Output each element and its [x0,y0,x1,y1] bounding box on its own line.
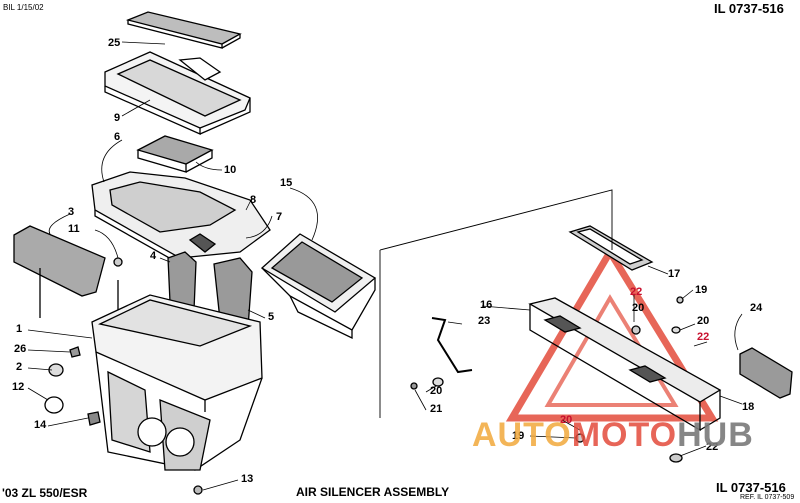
part-16-duct [528,297,722,432]
watermark-part3: HUB [677,416,754,454]
callout-18: 18 [742,401,755,413]
leader-lines [27,41,743,491]
part-15-duct [260,233,377,340]
part-19-bolt [676,296,684,304]
callout-14: 14 [34,419,47,431]
callout-4: 4 [150,250,157,262]
callout-22-mid: 22 [697,331,710,343]
callout-13: 13 [241,473,254,485]
part-1-lower-housing [91,294,263,471]
part-22-nut-lower [669,453,683,463]
callout-17: 17 [668,268,681,280]
footer-title: AIR SILENCER ASSEMBLY [296,485,450,499]
callout-22-upper: 22 [630,286,643,298]
callout-7: 7 [276,211,283,223]
callout-8: 8 [250,194,257,206]
part-9-cover [104,51,251,135]
part-4-foam [167,251,197,311]
part-22-nut [631,325,641,335]
part-23-rod [431,317,473,374]
watermark-text: AUTOMOTOHUB [472,418,754,452]
callout-10: 10 [224,164,237,176]
callout-5: 5 [268,311,275,323]
callout-22-lower: 22 [706,441,719,453]
callout-19-upper: 19 [695,284,708,296]
callout-16: 16 [480,299,493,311]
callout-19-lower: 19 [512,430,525,442]
part-24-end-filter [739,347,793,399]
callout-20-upper: 20 [632,302,645,314]
callout-3: 3 [68,206,75,218]
callout-11: 11 [68,223,80,235]
bulletin-date: BIL 1/15/02 [3,3,44,12]
callout-9: 9 [114,112,121,124]
part-3-side-filter [13,225,119,320]
frame-line-top [379,189,613,251]
part-10-filter [136,135,214,173]
part-20-washer [432,377,444,387]
callout-21: 21 [430,403,443,415]
part-14-hardware [87,411,101,426]
part-6-base [91,171,271,266]
part-20-washer-right [671,326,681,334]
callout-25: 25 [108,37,121,49]
part-21-bolt [410,382,418,390]
callout-15: 15 [280,177,293,189]
part-26-hardware [69,346,81,358]
callout-12: 12 [12,381,25,393]
reference-number: REF. IL 0737-509 [740,494,795,501]
part-17-grille [568,225,654,271]
callout-2: 2 [16,361,23,373]
part-12-clamp [44,396,64,414]
part-11-hardware [113,257,123,267]
part-5-foam [213,257,253,329]
callout-20-left: 20 [430,385,443,397]
part-13-hardware [193,485,203,495]
callout-1: 1 [16,323,23,335]
watermark-part1: AUTO [472,416,572,454]
callout-20-mid: 20 [697,315,710,327]
callout-24: 24 [750,302,763,314]
callout-26: 26 [14,343,27,355]
part-25-filter-top [125,11,242,49]
illustration-number-top: IL 0737-516 [714,1,784,16]
callout-23: 23 [478,315,491,327]
watermark-part2: MOTO [571,416,678,454]
illustration-number-bottom: IL 0737-516 [716,480,786,495]
footer-model: '03 ZL 550/ESR [2,486,88,500]
callout-6: 6 [114,131,121,143]
callout-20-lower: 20 [560,414,573,426]
